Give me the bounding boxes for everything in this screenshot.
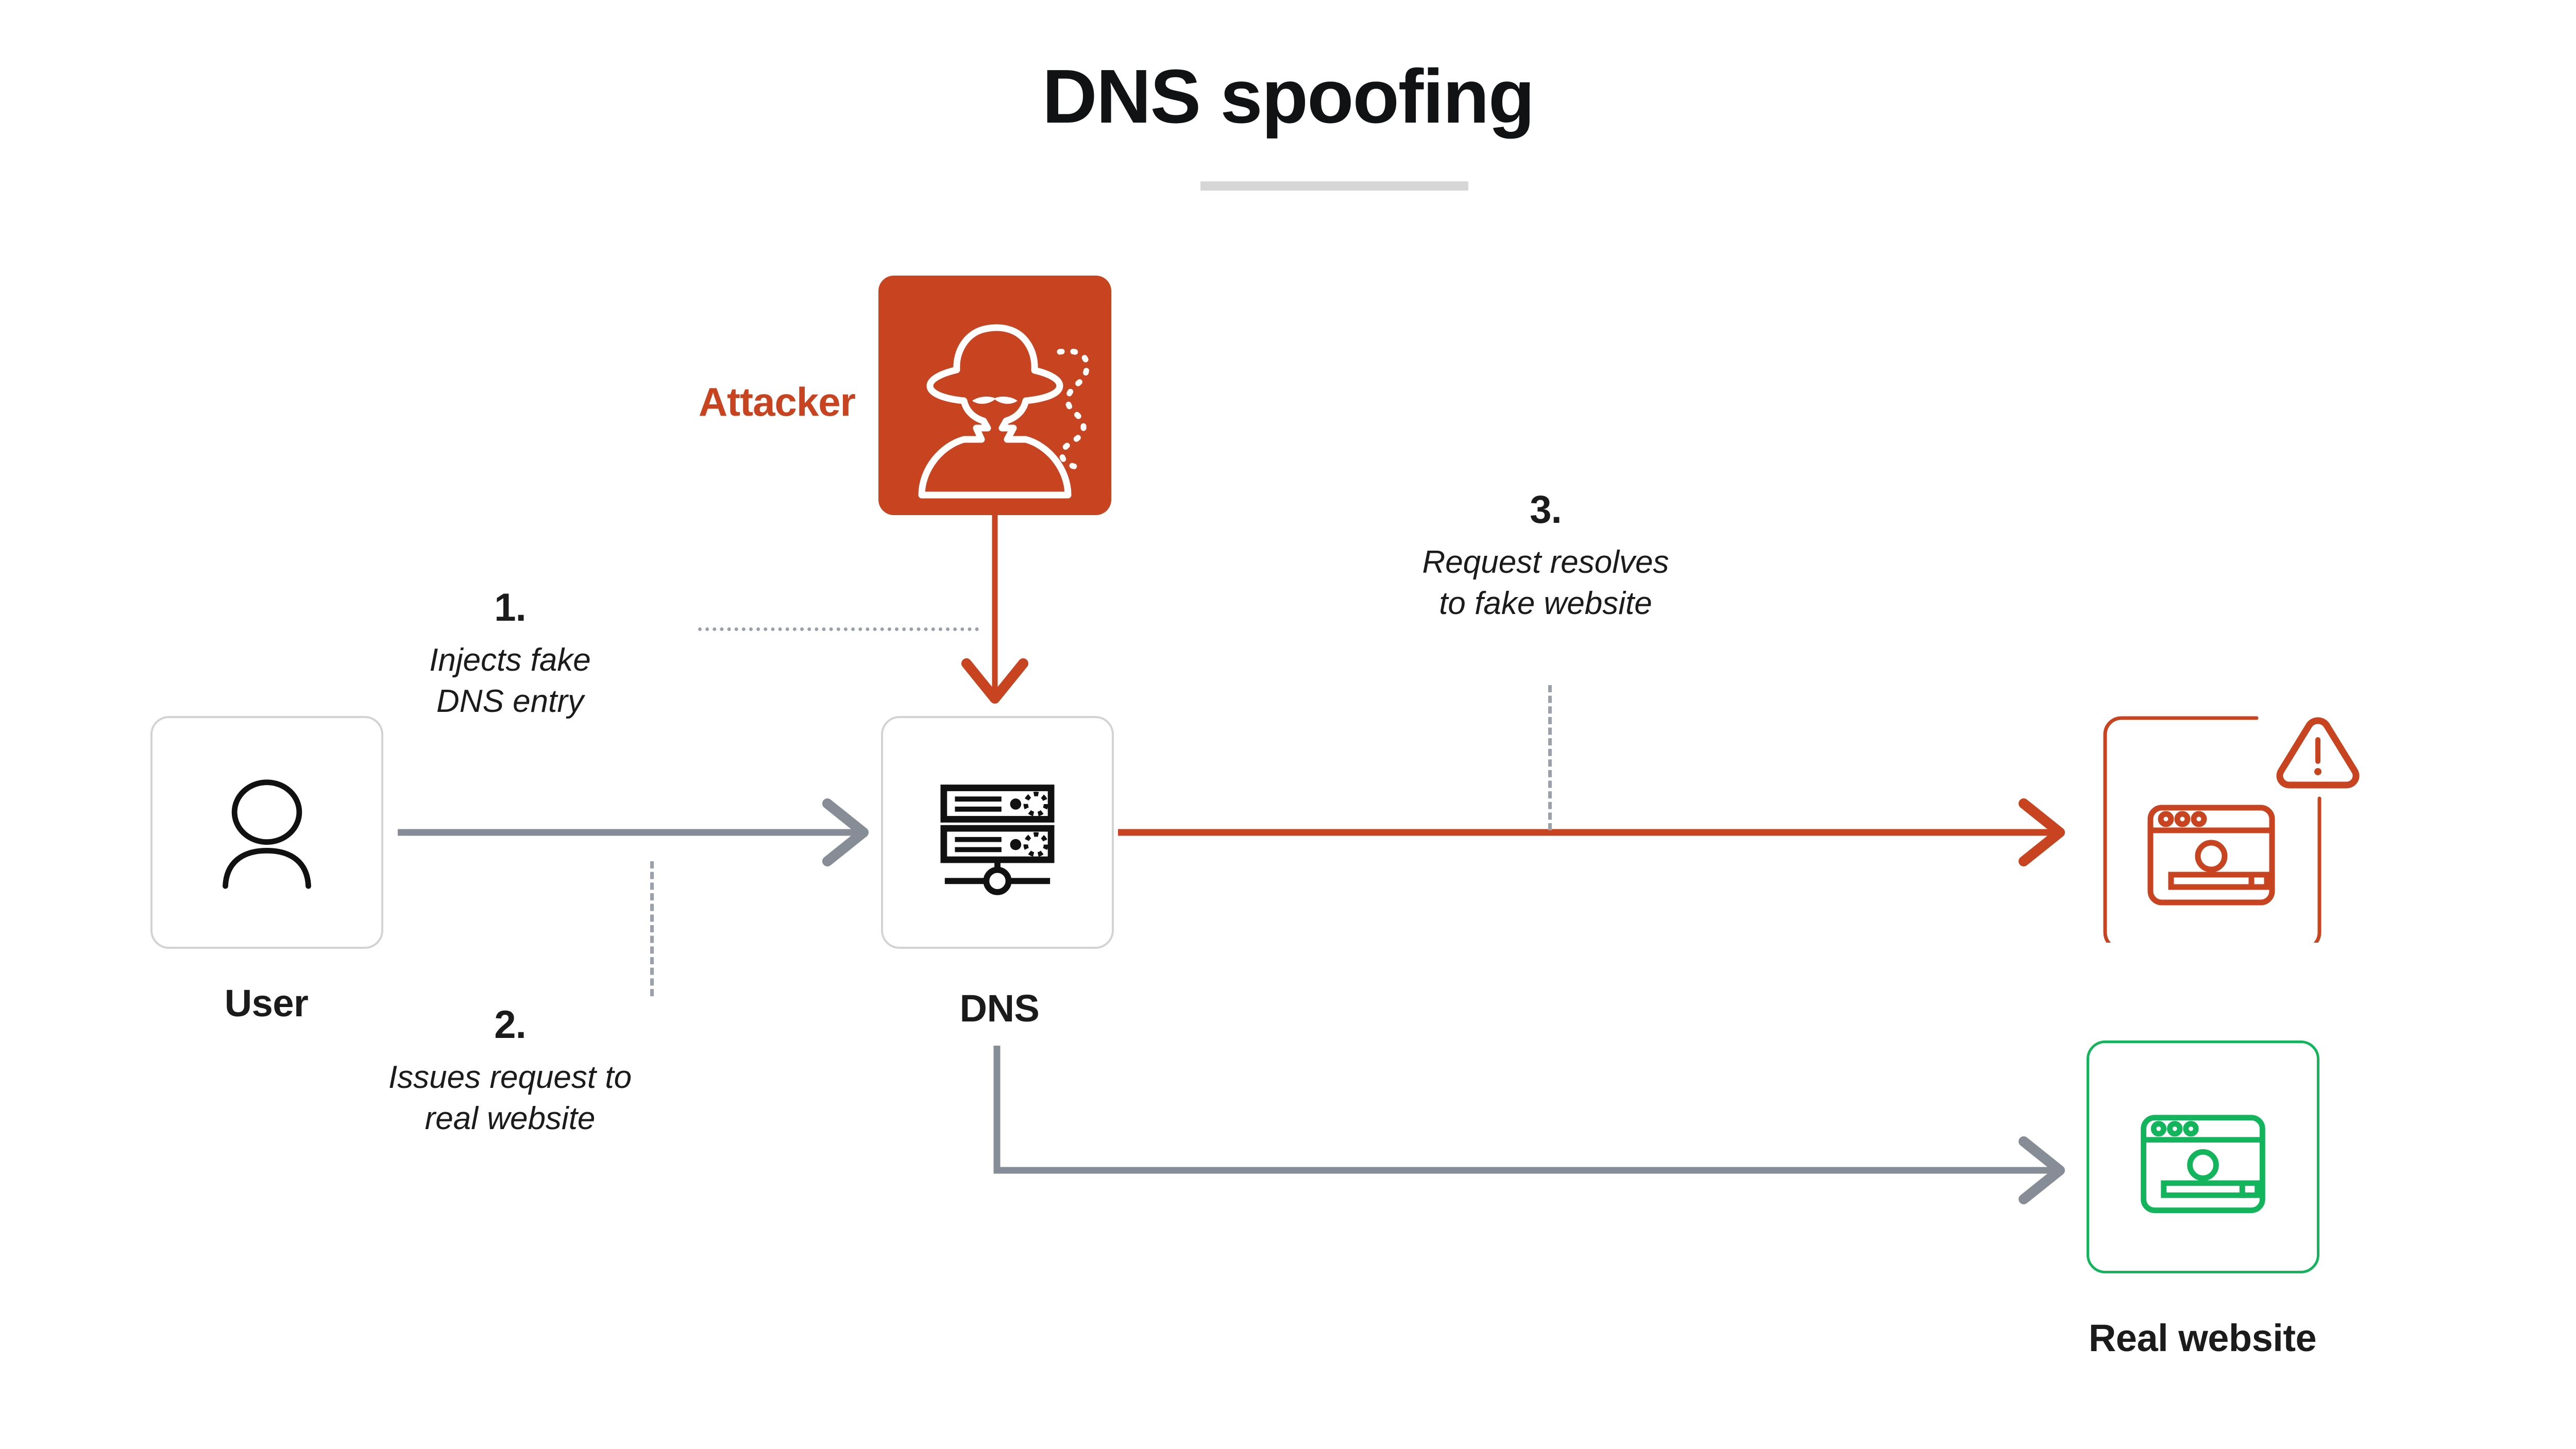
step-1-annotation: 1. Injects fake DNS entry xyxy=(330,587,690,723)
browser-window-icon xyxy=(2147,805,2275,906)
arrow-dns-to-real-website xyxy=(993,1046,2065,1204)
server-rack-icon xyxy=(940,785,1055,895)
step-3-annotation: 3. Request resolves to fake website xyxy=(1283,489,1808,625)
node-label-user: User xyxy=(224,982,309,1025)
node-user[interactable] xyxy=(150,716,383,949)
node-attacker[interactable] xyxy=(878,276,1111,515)
spy-hacker-icon xyxy=(918,324,1090,499)
step-3-number: 3. xyxy=(1530,488,1562,532)
leader-line-step-1 xyxy=(698,627,979,631)
node-real-website[interactable] xyxy=(2087,1041,2319,1273)
step-2-text: Issues request to real website xyxy=(388,1059,632,1137)
node-fake-website[interactable] xyxy=(2087,716,2360,949)
step-2-number: 2. xyxy=(494,1003,526,1047)
step-1-text: Injects fake DNS entry xyxy=(429,642,591,720)
title-divider xyxy=(1200,181,1468,191)
step-2-annotation: 2. Issues request to real website xyxy=(330,1004,690,1140)
node-label-dns: DNS xyxy=(959,987,1040,1030)
node-label-real-website: Real website xyxy=(2088,1317,2317,1359)
browser-window-icon xyxy=(2141,1115,2265,1214)
step-1-number: 1. xyxy=(494,586,526,629)
warning-triangle-icon xyxy=(2276,717,2360,789)
person-icon xyxy=(223,779,311,889)
node-dns[interactable] xyxy=(881,716,1114,949)
leader-line-step-2 xyxy=(650,861,654,996)
page-title: DNS spoofing xyxy=(1042,54,1535,139)
leader-line-step-3 xyxy=(1548,685,1552,830)
node-label-attacker: Attacker xyxy=(698,379,856,424)
step-3-text: Request resolves to fake website xyxy=(1422,544,1669,622)
arrow-attacker-to-dns xyxy=(961,515,1028,704)
fake-website-card-outline xyxy=(2103,716,2321,943)
arrow-dns-to-fake-website xyxy=(1118,798,2065,866)
arrow-user-to-dns xyxy=(398,798,869,866)
